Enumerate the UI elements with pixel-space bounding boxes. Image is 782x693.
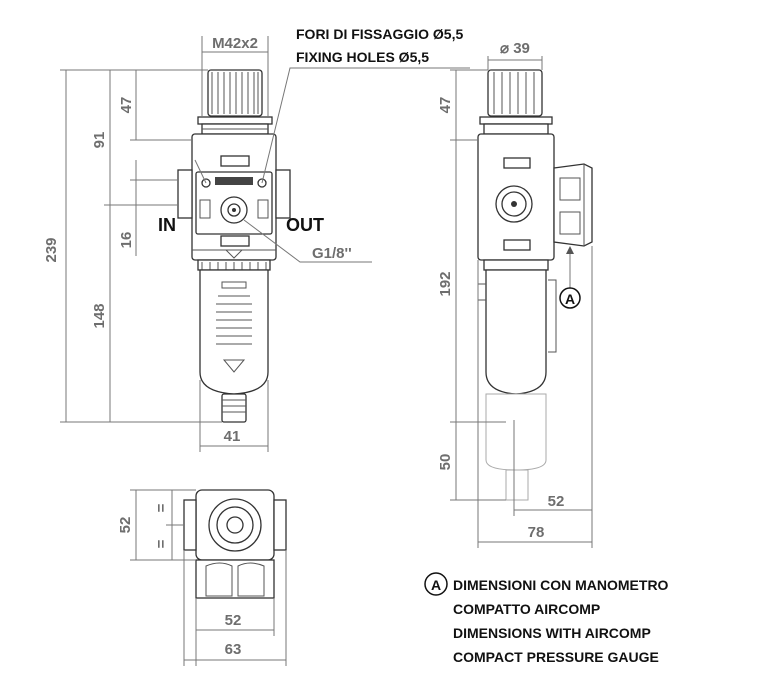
dim-height-47: 47 (118, 97, 135, 114)
marker-a-label: A (565, 291, 575, 307)
equal-mark-top: = (153, 503, 170, 512)
port-thread-label: G1/8'' (312, 245, 352, 262)
diameter-label: ⌀ 39 (500, 40, 530, 57)
dim-width-41: 41 (224, 428, 241, 445)
fixing-holes-label-it: FORI DI FISSAGGIO Ø5,5 (296, 26, 463, 42)
dim-height-148: 148 (91, 303, 108, 328)
fixing-holes-label-en: FIXING HOLES Ø5,5 (296, 49, 429, 65)
dim-height-16: 16 (118, 232, 135, 249)
inlet-port (177, 169, 193, 219)
marker-a-circle (559, 287, 581, 309)
dim-total-height: 239 (43, 237, 60, 262)
bottom-dim-52-vertical: 52 (117, 517, 134, 534)
adjustment-knob (207, 69, 263, 117)
note-line-4: COMPACT PRESSURE GAUGE (453, 649, 659, 665)
note-line-2: COMPATTO AIRCOMP (453, 601, 600, 617)
outlet-label: OUT (286, 215, 324, 235)
filter-bowl (197, 249, 271, 423)
bottom-dim-52-horizontal: 52 (225, 612, 242, 629)
note-block: A DIMENSIONI CON MANOMETRO COMPATTO AIRC… (424, 572, 669, 665)
side-dim-78: 78 (528, 524, 545, 541)
bottom-view: 52 = = 52 63 (117, 489, 287, 666)
side-dim-47: 47 (437, 97, 454, 114)
outlet-port (275, 169, 291, 219)
side-view: ⌀ 39 47 192 50 52 78 A (437, 40, 593, 548)
side-dim-52: 52 (548, 493, 565, 510)
inlet-label: IN (158, 215, 176, 235)
side-dim-50: 50 (437, 454, 454, 471)
thread-size-label: M42x2 (212, 35, 258, 52)
drain-valve (221, 393, 247, 423)
note-line-1: DIMENSIONI CON MANOMETRO (453, 577, 669, 593)
note-marker-circle (424, 572, 448, 596)
note-line-3: DIMENSIONS WITH AIRCOMP (453, 625, 651, 641)
bottom-dim-63: 63 (225, 641, 242, 658)
equal-mark-bottom: = (153, 539, 170, 548)
ring-nut (197, 116, 273, 125)
regulator-body (177, 133, 291, 261)
note-marker: A (431, 577, 441, 593)
dim-height-91: 91 (91, 132, 108, 149)
front-view: M42x2 FORI DI FISSAGGIO Ø5,5 FIXING HOLE… (43, 26, 470, 452)
side-dim-192: 192 (437, 271, 454, 296)
logo-badge (215, 177, 253, 185)
